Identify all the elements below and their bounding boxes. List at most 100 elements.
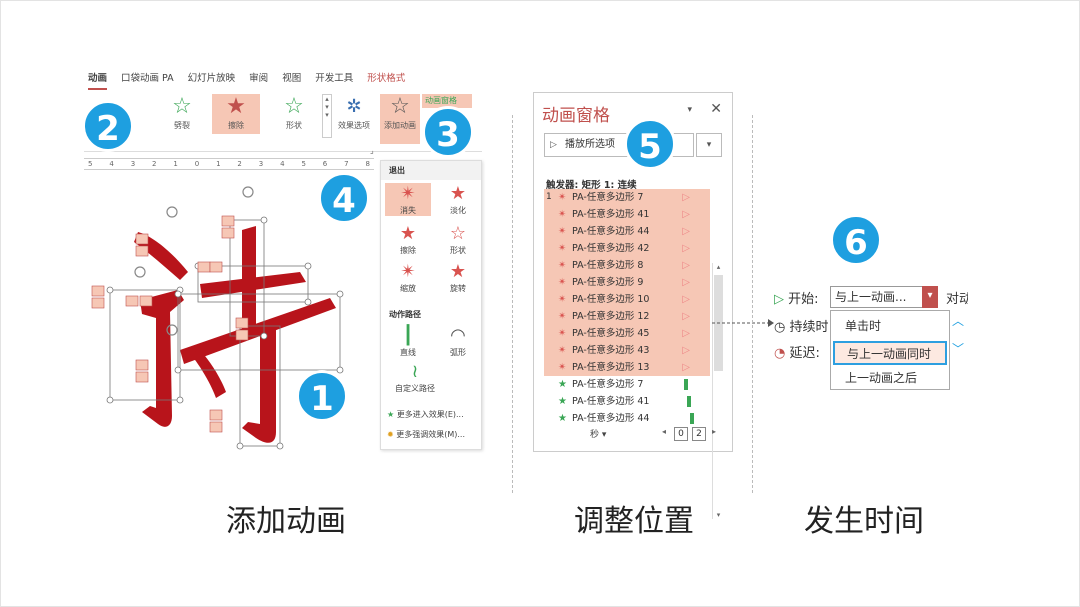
spin-down-icon[interactable]: ﹀	[952, 342, 965, 356]
timeline-marker-icon: ▷	[682, 311, 690, 322]
exit-fade-item[interactable]: ★淡化	[435, 183, 481, 216]
step-badge-2: 2	[82, 100, 134, 152]
burst-icon: ✴	[400, 183, 416, 204]
character-strokes	[134, 226, 336, 443]
add-animation-button[interactable]: ☆ 添加动画	[380, 94, 420, 144]
line-path-icon: ┃	[402, 325, 414, 346]
sequence-number: 1	[546, 192, 552, 202]
seconds-dropdown[interactable]: 秒 ▾	[590, 430, 607, 440]
list-item[interactable]: ★PA-任意多边形 44	[544, 410, 710, 427]
timer-icon: ◔	[774, 346, 786, 361]
timeline-end: 2	[692, 427, 706, 441]
animation-tags[interactable]	[91, 215, 249, 433]
effect-options-button[interactable]: ✲ 效果选项	[334, 94, 374, 134]
list-item[interactable]: ✴PA-任意多边形 9▷	[544, 274, 710, 291]
play-icon: ▷	[774, 292, 784, 307]
path-custom-item[interactable]: ≀自定义路径	[385, 361, 445, 394]
rotate-handles[interactable]	[134, 186, 254, 336]
separator-left	[512, 115, 513, 493]
tab-developer[interactable]: 开发工具	[315, 73, 354, 84]
pane-dropdown-button[interactable]: ▾	[696, 133, 722, 157]
separator-right	[752, 115, 753, 493]
clock-icon: ◷	[774, 320, 786, 335]
exit-zoom-item[interactable]: ✴缩放	[385, 261, 431, 294]
tab-animation[interactable]: 动画	[88, 70, 108, 90]
trailing-text: 对动	[946, 292, 968, 307]
list-item[interactable]: ✴PA-任意多边形 13▷	[544, 359, 710, 376]
dialog-launcher-icon[interactable]: ⌟	[370, 146, 374, 155]
list-item[interactable]: ✴PA-任意多边形 45▷	[544, 325, 710, 342]
list-item[interactable]: ✴PA-任意多边形 8▷	[544, 257, 710, 274]
more-emphasis-effects-link[interactable]: ✹ 更多强调效果(M)...	[387, 430, 466, 439]
exit-effect-icon: ✴	[558, 362, 567, 373]
timeline-right-icon[interactable]: ▸	[712, 427, 717, 436]
list-item[interactable]: 1✴PA-任意多边形 7▷	[544, 189, 710, 206]
list-item-label: PA-任意多边形 7	[572, 379, 644, 390]
step-badge-4: 4	[318, 172, 370, 224]
option-after-previous[interactable]: 上一动画之后	[845, 371, 918, 385]
option-with-previous[interactable]: 与上一动画同时	[833, 341, 947, 365]
shape-effect-button[interactable]: ☆ 形状	[270, 94, 318, 134]
exit-effect-icon: ✴	[558, 209, 567, 220]
burst-icon: ✴	[400, 261, 416, 282]
connector-arrow	[712, 319, 774, 327]
list-item[interactable]: ✴PA-任意多边形 10▷	[544, 291, 710, 308]
delay-label: ◔ 延迟:	[774, 346, 820, 361]
list-item-label: PA-任意多边形 9	[572, 277, 644, 288]
list-item[interactable]: ★PA-任意多边形 41	[544, 393, 710, 410]
step-badge-6: 6	[830, 214, 882, 266]
tab-review[interactable]: 审阅	[249, 73, 269, 84]
list-item[interactable]: ✴PA-任意多边形 12▷	[544, 308, 710, 325]
entrance-effect-icon: ★	[558, 413, 567, 424]
pane-menu-icon[interactable]: ▾	[687, 105, 692, 115]
gear-icon: ✲	[346, 96, 362, 117]
list-item[interactable]: ✴PA-任意多边形 43▷	[544, 342, 710, 359]
exit-effect-icon: ✴	[558, 328, 567, 339]
path-arc-item[interactable]: ◠弧形	[435, 325, 481, 358]
exit-spin-item[interactable]: ★旋转	[435, 261, 481, 294]
list-item-label: PA-任意多边形 7	[572, 192, 644, 203]
play-selected-button[interactable]: 播放所选项	[544, 133, 694, 157]
exit-effect-icon: ✴	[558, 243, 567, 254]
exit-disappear-item[interactable]: ✴消失	[385, 183, 431, 216]
gallery-scroll[interactable]: ▴▾▾	[322, 94, 332, 138]
character-shape-canvas[interactable]	[80, 180, 380, 460]
caption-adjust-position: 调整位置	[574, 504, 694, 539]
option-on-click[interactable]: 单击时	[845, 319, 882, 333]
start-label: ▷ 开始:	[774, 292, 819, 307]
ribbon-bar: ☆ 劈裂 ★ 擦除 ☆ 形状 ▴▾▾ ✲ 效果选项 ☆ 添加动画 动画窗格 ⌟	[84, 90, 482, 155]
list-item[interactable]: ★PA-任意多边形 7	[544, 376, 710, 393]
spin-up-icon[interactable]: ︿	[952, 314, 965, 328]
tab-shape-format[interactable]: 形状格式	[367, 73, 406, 84]
step-badge-5: 5	[624, 118, 676, 170]
star-icon: ☆	[284, 94, 304, 119]
step-badge-1: 1	[296, 370, 348, 422]
wipe-effect-button[interactable]: ★ 擦除	[212, 94, 260, 134]
list-item[interactable]: ✴PA-任意多边形 42▷	[544, 240, 710, 257]
timeline-marker-icon: ▷	[682, 226, 690, 237]
chevron-down-icon[interactable]: ▾	[922, 286, 938, 308]
tab-slideshow[interactable]: 幻灯片放映	[187, 73, 236, 84]
list-item-label: PA-任意多边形 42	[572, 243, 650, 254]
tab-pocket-animation[interactable]: 口袋动画 PA	[121, 73, 174, 84]
timeline-marker-icon: ▷	[682, 345, 690, 356]
add-animation-gallery: 退出 ✴消失 ★淡化 ★擦除 ☆形状 ✴缩放 ★旋转 动作路径 ┃直线 ◠弧形 …	[380, 160, 482, 450]
list-item[interactable]: ✴PA-任意多边形 41▷	[544, 206, 710, 223]
exit-wipe-item[interactable]: ★擦除	[385, 223, 431, 256]
tab-view[interactable]: 视图	[282, 73, 302, 84]
exit-shape-item[interactable]: ☆形状	[435, 223, 481, 256]
star-icon: ☆	[390, 94, 410, 119]
start-options-list: 单击时 与上一动画同时 上一动画之后	[830, 310, 950, 390]
close-icon[interactable]: ✕	[710, 101, 722, 117]
timeline-left-icon[interactable]: ◂	[662, 427, 667, 436]
animation-pane-button[interactable]: 动画窗格	[422, 94, 472, 108]
more-entrance-effects-link[interactable]: ★ 更多进入效果(E)...	[387, 410, 464, 419]
timeline-marker-icon: ▷	[682, 192, 690, 203]
exit-section-header: 退出	[381, 161, 481, 180]
list-item[interactable]: ✴PA-任意多边形 44▷	[544, 223, 710, 240]
list-item-label: PA-任意多边形 12	[572, 311, 650, 322]
exit-effect-icon: ✴	[558, 260, 567, 271]
split-effect-button[interactable]: ☆ 劈裂	[158, 94, 206, 134]
pane-scrollbar[interactable]: ▴ ▾	[712, 263, 724, 519]
path-line-item[interactable]: ┃直线	[385, 325, 431, 358]
